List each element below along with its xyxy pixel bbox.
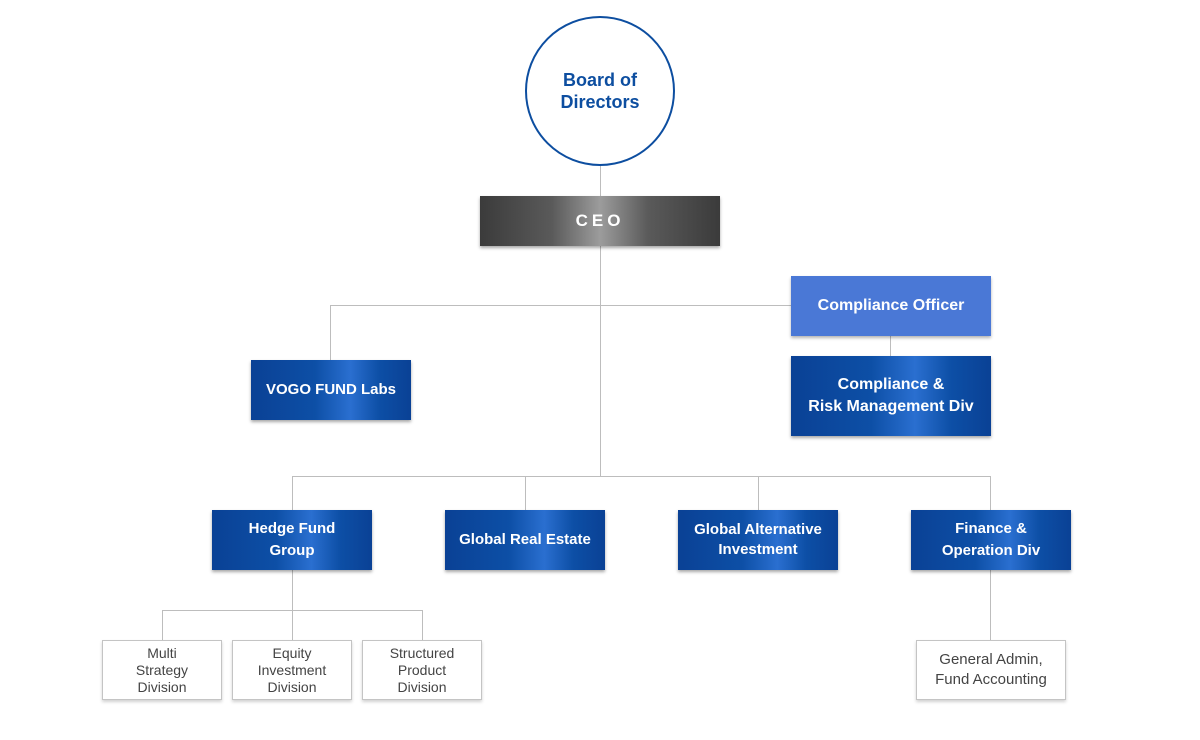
hedge-fund-label: Hedge Fund Group bbox=[248, 520, 336, 559]
board-label: Board of Directors bbox=[560, 70, 640, 112]
ceo-label: CEO bbox=[575, 211, 625, 230]
compliance-officer-label: Compliance Officer bbox=[817, 297, 965, 314]
finance-label: Finance & Operation Div bbox=[941, 520, 1041, 559]
compliance-risk-node: Compliance & Risk Management Div bbox=[791, 356, 991, 436]
multi-strategy-node: Multi Strategy Division bbox=[102, 640, 222, 700]
global-real-estate-node: Global Real Estate bbox=[445, 510, 605, 570]
global-alternative-node: Global Alternative Investment bbox=[678, 510, 838, 570]
compliance-risk-label: Compliance & Risk Management Div bbox=[808, 376, 974, 415]
finance-operation-node: Finance & Operation Div bbox=[911, 510, 1071, 570]
general-admin-label: General Admin, Fund Accounting bbox=[935, 651, 1047, 688]
real-estate-label: Global Real Estate bbox=[459, 531, 591, 548]
multi-strategy-label: Multi Strategy Division bbox=[135, 644, 189, 695]
board-of-directors-node: Board of Directors bbox=[525, 16, 675, 166]
structured-label: Structured Product Division bbox=[389, 644, 455, 695]
vogo-fund-labs-node: VOGO FUND Labs bbox=[251, 360, 411, 420]
equity-label: Equity Investment Division bbox=[257, 644, 327, 695]
ceo-node: CEO bbox=[480, 196, 720, 246]
labs-label: VOGO FUND Labs bbox=[265, 381, 396, 398]
structured-product-node: Structured Product Division bbox=[362, 640, 482, 700]
equity-investment-node: Equity Investment Division bbox=[232, 640, 352, 700]
hedge-fund-group-node: Hedge Fund Group bbox=[212, 510, 372, 570]
general-admin-node: General Admin, Fund Accounting bbox=[916, 640, 1066, 700]
compliance-officer-node: Compliance Officer bbox=[791, 276, 991, 336]
alternative-label: Global Alternative Investment bbox=[694, 521, 822, 558]
